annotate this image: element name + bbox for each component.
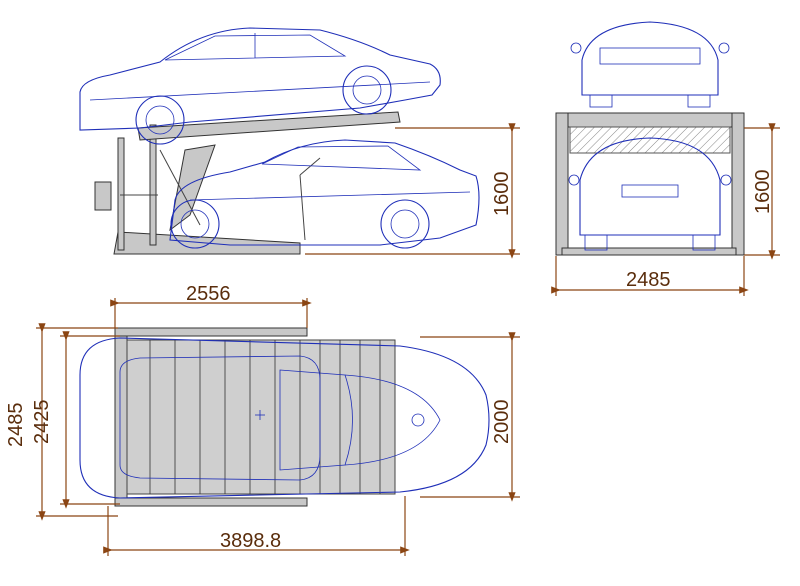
side-lift-frame: [94, 111, 401, 255]
side-height-dimension: 1600: [305, 123, 520, 259]
top-platform-length-dimension: 2556: [110, 283, 312, 328]
lower-car-rear: [568, 137, 732, 251]
front-lift-frame: [555, 112, 745, 256]
top-car-width-dimension: 2000: [420, 332, 520, 502]
front-width-label: 2485: [626, 269, 671, 291]
front-height-dimension: 1600: [744, 123, 780, 260]
side-view: 1600: [79, 27, 520, 259]
top-inner-width-dimension: 2425: [31, 331, 120, 509]
front-width-dimension: 2485: [551, 256, 749, 296]
top-platform-length-label: 2556: [186, 283, 231, 305]
top-total-length-label: 3898.8: [220, 530, 281, 552]
front-height-label: 1600: [752, 170, 774, 215]
car-top-outline: [79, 337, 490, 499]
upper-car-front: [570, 21, 730, 108]
lower-car-side: [169, 139, 480, 249]
top-total-length-dimension: 3898.8: [103, 496, 410, 556]
top-inner-width-label: 2425: [31, 400, 53, 445]
top-view: 2556 2485 2425 2000 3898.8: [5, 283, 520, 556]
top-outer-width-label: 2485: [5, 403, 27, 448]
top-car-width-label: 2000: [491, 400, 513, 445]
top-outer-width-dimension: 2485: [5, 323, 118, 521]
top-platform: [114, 327, 396, 507]
side-height-label: 1600: [491, 172, 513, 217]
front-view: 1600 2485: [551, 21, 780, 296]
upper-car-side: [79, 27, 441, 145]
